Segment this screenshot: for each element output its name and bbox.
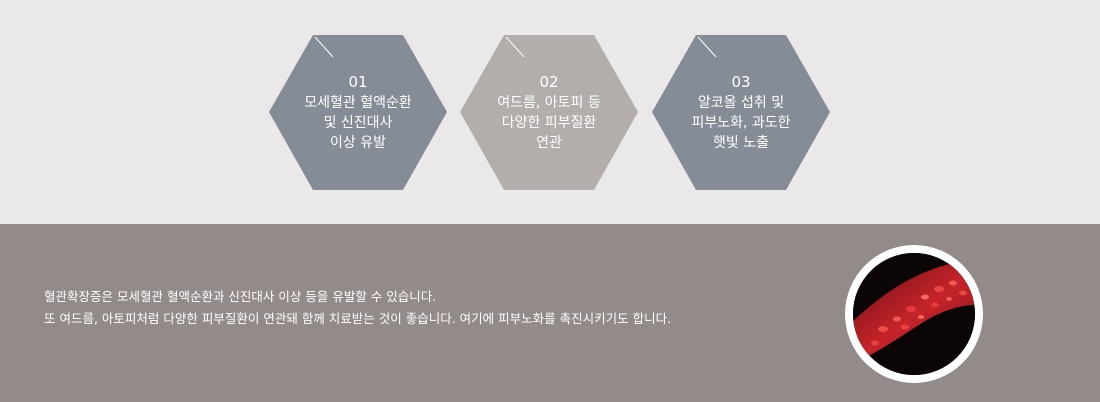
hexagon-shape <box>652 35 830 190</box>
item-number: 01 <box>348 72 368 91</box>
item-text-line: 다양한 피부질환 <box>501 114 597 131</box>
item-text-line: 알코올 섭취 및 <box>697 94 785 111</box>
hexagon-shape <box>269 35 447 190</box>
description-text: 혈관확장증은 모세혈관 혈액순환과 신진대사 이상 등을 유발할 수 있습니다.… <box>44 286 764 330</box>
item-text-line: 모세혈관 혈액순환 <box>304 94 412 111</box>
item-number: 02 <box>539 72 559 91</box>
hexagon-item-01: 01 모세혈관 혈액순환 및 신진대사 이상 유발 <box>269 35 447 190</box>
item-text-line: 햇빛 노출 <box>713 134 769 151</box>
item-text-line: 및 신진대사 <box>323 114 393 131</box>
item-text-line: 여드름, 아토피 등 <box>497 94 601 111</box>
blood-vessel-image <box>845 245 983 383</box>
description-line: 또 여드름, 아토피처럼 다양한 피부질환이 연관돼 함께 치료받는 것이 좋습… <box>44 311 672 326</box>
item-text-line: 이상 유발 <box>330 134 386 151</box>
blood-vessel-illustration-icon <box>853 253 975 375</box>
hexagon-item-02: 02 여드름, 아토피 등 다양한 피부질환 연관 <box>460 35 638 190</box>
item-number: 03 <box>731 72 751 91</box>
description-line: 혈관확장증은 모세혈관 혈액순환과 신진대사 이상 등을 유발할 수 있습니다. <box>44 289 437 304</box>
item-text-line: 피부노화, 과도한 <box>691 114 791 131</box>
hexagon-shape <box>460 35 638 190</box>
item-text-line: 연관 <box>536 134 562 151</box>
hexagon-item-03: 03 알코올 섭취 및 피부노화, 과도한 햇빛 노출 <box>652 35 830 190</box>
